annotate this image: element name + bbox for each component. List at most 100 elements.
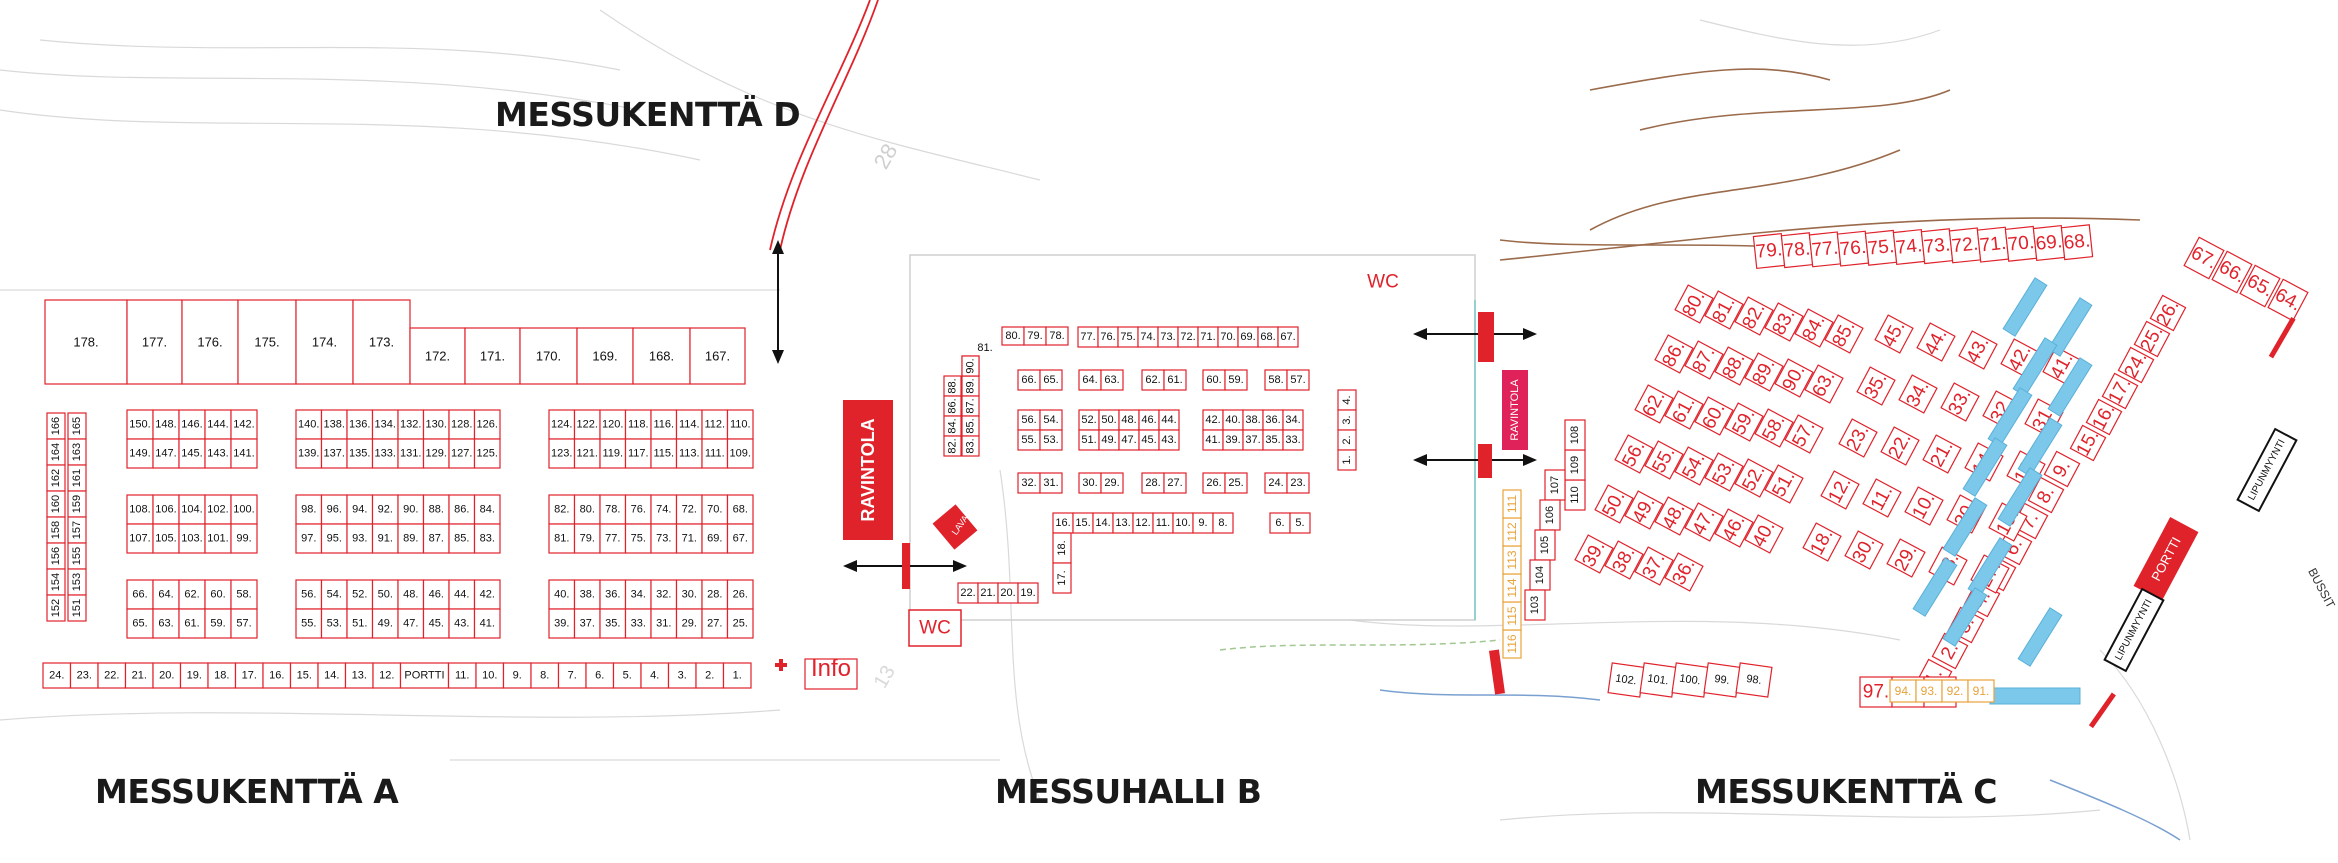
stall-155[interactable]: 155 xyxy=(67,542,87,570)
stall-162[interactable]: 162 xyxy=(46,464,66,492)
stall-21[interactable]: 21. xyxy=(124,662,154,689)
stall-81[interactable]: 81. xyxy=(977,342,992,354)
stall-42[interactable]: 42. xyxy=(1202,409,1224,431)
stall-32[interactable]: 32. xyxy=(650,579,678,610)
stall-119[interactable]: 119. xyxy=(599,438,627,469)
stall-26[interactable]: 26. xyxy=(2149,294,2187,332)
stall-46[interactable]: 46. xyxy=(1138,409,1160,431)
stall-92[interactable]: 92. xyxy=(371,494,399,525)
stall-122[interactable]: 122. xyxy=(573,409,601,440)
stall-45[interactable]: 45. xyxy=(1138,429,1160,451)
stall-5[interactable]: 5. xyxy=(1289,512,1311,534)
stall-68[interactable]: 68. xyxy=(1257,326,1279,348)
stall-43[interactable]: 43. xyxy=(448,608,476,639)
stall-59[interactable]: 59. xyxy=(204,608,232,639)
stall-52[interactable]: 52. xyxy=(1734,458,1774,498)
blue-stall[interactable] xyxy=(1997,467,2043,527)
stall-121[interactable]: 121. xyxy=(573,438,601,469)
stall-25[interactable]: 25. xyxy=(726,608,754,639)
stall-159[interactable]: 159 xyxy=(67,490,87,518)
stall-75[interactable]: 75. xyxy=(1117,326,1139,348)
stall-160[interactable]: 160 xyxy=(46,490,66,518)
stall-86[interactable]: 86. xyxy=(943,395,962,417)
stall-22[interactable]: 22. xyxy=(1880,426,1920,466)
stall-130[interactable]: 130. xyxy=(422,409,450,440)
stall-3[interactable]: 3. xyxy=(667,662,697,689)
stall-178[interactable]: 178. xyxy=(44,299,128,385)
stall-46[interactable]: 46. xyxy=(422,579,450,610)
stall-69[interactable]: 69. xyxy=(1237,326,1259,348)
stall-40[interactable]: 40. xyxy=(1222,409,1244,431)
stall-149[interactable]: 149. xyxy=(126,438,154,469)
stall-177[interactable]: 177. xyxy=(126,299,183,385)
stall-21[interactable]: 21. xyxy=(977,582,999,604)
stall-82[interactable]: 82. xyxy=(943,435,962,457)
stall-33[interactable]: 33. xyxy=(1282,429,1304,451)
stall-87[interactable]: 87. xyxy=(422,523,450,554)
stall-105[interactable]: 105. xyxy=(152,523,180,554)
stall-25[interactable]: 25. xyxy=(1224,472,1248,494)
stall-37[interactable]: 37. xyxy=(1242,429,1264,451)
stall-22[interactable]: 22. xyxy=(957,582,979,604)
stall-4[interactable]: 4. xyxy=(1337,389,1357,411)
stall-168[interactable]: 168. xyxy=(632,327,691,385)
stall-140[interactable]: 140. xyxy=(295,409,323,440)
stall-11[interactable]: 11. xyxy=(1152,512,1174,534)
stall-24[interactable]: 24. xyxy=(42,662,72,689)
stall-135[interactable]: 135. xyxy=(346,438,374,469)
stall-60[interactable]: 60. xyxy=(204,579,232,610)
stall-175[interactable]: 175. xyxy=(237,299,297,385)
blue-stall[interactable] xyxy=(2047,357,2093,417)
stall-148[interactable]: 148. xyxy=(152,409,180,440)
stall-103[interactable]: 103 xyxy=(1524,589,1546,621)
stall-11[interactable]: 11. xyxy=(1862,478,1902,518)
stall-104[interactable]: 104 xyxy=(1529,559,1551,591)
stall-94[interactable]: 94. xyxy=(1889,679,1917,703)
stall-64[interactable]: 64. xyxy=(152,579,180,610)
stall-144[interactable]: 144. xyxy=(204,409,232,440)
stall-56[interactable]: 56. xyxy=(295,579,323,610)
stall-70[interactable]: 70. xyxy=(1217,326,1239,348)
stall-13[interactable]: 13. xyxy=(1112,512,1134,534)
stall-12[interactable]: 12. xyxy=(1132,512,1154,534)
stall-69[interactable]: 69. xyxy=(2032,224,2066,262)
stall-154[interactable]: 154 xyxy=(46,568,66,596)
blue-stall[interactable] xyxy=(1989,687,2081,705)
stall-35[interactable]: 35. xyxy=(1856,366,1896,406)
stall-15[interactable]: 15. xyxy=(1072,512,1094,534)
stall-143[interactable]: 143. xyxy=(204,438,232,469)
stall-49[interactable]: 49. xyxy=(371,608,399,639)
stall-102[interactable]: 102. xyxy=(1607,662,1645,698)
stall-111[interactable]: 111. xyxy=(701,438,729,469)
stall-66[interactable]: 66. xyxy=(126,579,154,610)
stall-70[interactable]: 70. xyxy=(2004,225,2038,262)
ticket-sales-1[interactable]: LIPUNMYYNTI xyxy=(2236,427,2298,513)
stall-156[interactable]: 156 xyxy=(46,542,66,570)
stall-141[interactable]: 141. xyxy=(230,438,258,469)
blue-stall[interactable] xyxy=(2047,297,2093,357)
portti-c[interactable]: PORTTI xyxy=(2133,517,2199,601)
stall-50[interactable]: 50. xyxy=(1098,409,1120,431)
stall-123[interactable]: 123. xyxy=(548,438,576,469)
stall-71[interactable]: 71. xyxy=(1976,226,2010,263)
stall-173[interactable]: 173. xyxy=(352,299,411,385)
blue-stall[interactable] xyxy=(1942,587,1988,647)
stall-77[interactable]: 77. xyxy=(1077,326,1099,348)
stall-61[interactable]: 61. xyxy=(178,608,206,639)
stall-116[interactable]: 116. xyxy=(650,409,678,440)
stall-35[interactable]: 35. xyxy=(599,608,627,639)
stall-139[interactable]: 139. xyxy=(295,438,323,469)
stall-18[interactable]: 18. xyxy=(207,662,237,689)
stall-26[interactable]: 26. xyxy=(1202,472,1226,494)
blue-stall[interactable] xyxy=(2017,417,2063,477)
stall-45[interactable]: 45. xyxy=(1874,314,1914,354)
stall-28[interactable]: 28. xyxy=(701,579,729,610)
stall-114[interactable]: 114 xyxy=(1502,573,1522,603)
stall-63[interactable]: 63. xyxy=(1804,364,1844,404)
stall-8[interactable]: 8. xyxy=(2027,476,2065,514)
stall-16[interactable]: 16. xyxy=(262,662,292,689)
stall-43[interactable]: 43. xyxy=(1958,330,1998,370)
stall-10[interactable]: 10. xyxy=(1172,512,1194,534)
blue-stall[interactable] xyxy=(1912,557,1958,617)
stall-89[interactable]: 89. xyxy=(961,375,980,397)
